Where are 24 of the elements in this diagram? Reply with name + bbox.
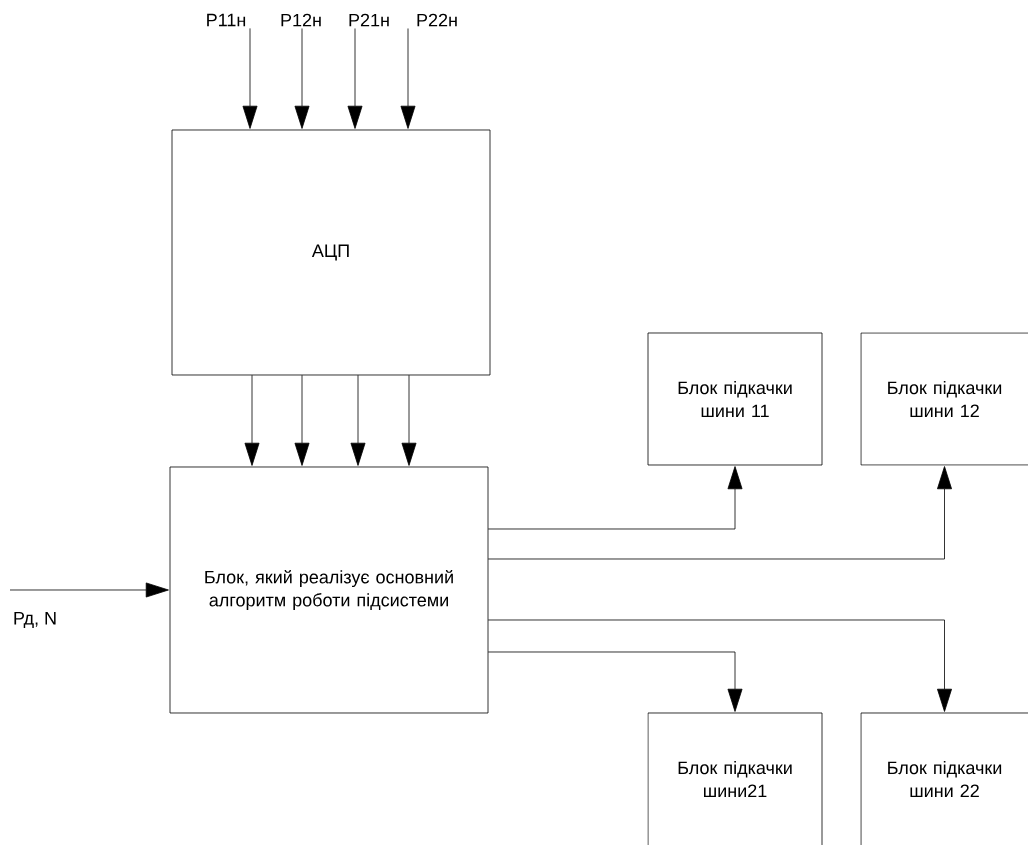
arrow (294, 28, 310, 129)
block-box: Блок підкачки шини 22 (860, 712, 1028, 845)
arrow (9, 582, 169, 598)
arrow (487, 651, 743, 712)
input-label: Р12н (281, 13, 321, 27)
arrow (487, 619, 952, 712)
arrow (487, 466, 743, 530)
arrow (400, 28, 416, 129)
edge-label: Рд, N (10, 610, 60, 630)
arrow (401, 374, 417, 466)
arrow (242, 28, 258, 129)
input-label: Р22н (417, 13, 457, 27)
input-label: Р11н (207, 13, 246, 27)
block-box: Блок підкачки шини 11 (647, 332, 823, 466)
arrow (244, 374, 260, 466)
block-box: Блок, який реалізує основний алгоритм роботи підсистеми (169, 466, 489, 714)
arrow (487, 466, 952, 560)
input-label: Р21н (349, 13, 389, 27)
block-box: АЦП (171, 129, 491, 376)
block-box: Блок підкачки шини 12 (860, 332, 1028, 466)
arrow (350, 374, 366, 466)
arrow (347, 28, 363, 129)
arrow (294, 374, 310, 466)
block-box: Блок підкачки шини21 (647, 712, 823, 845)
